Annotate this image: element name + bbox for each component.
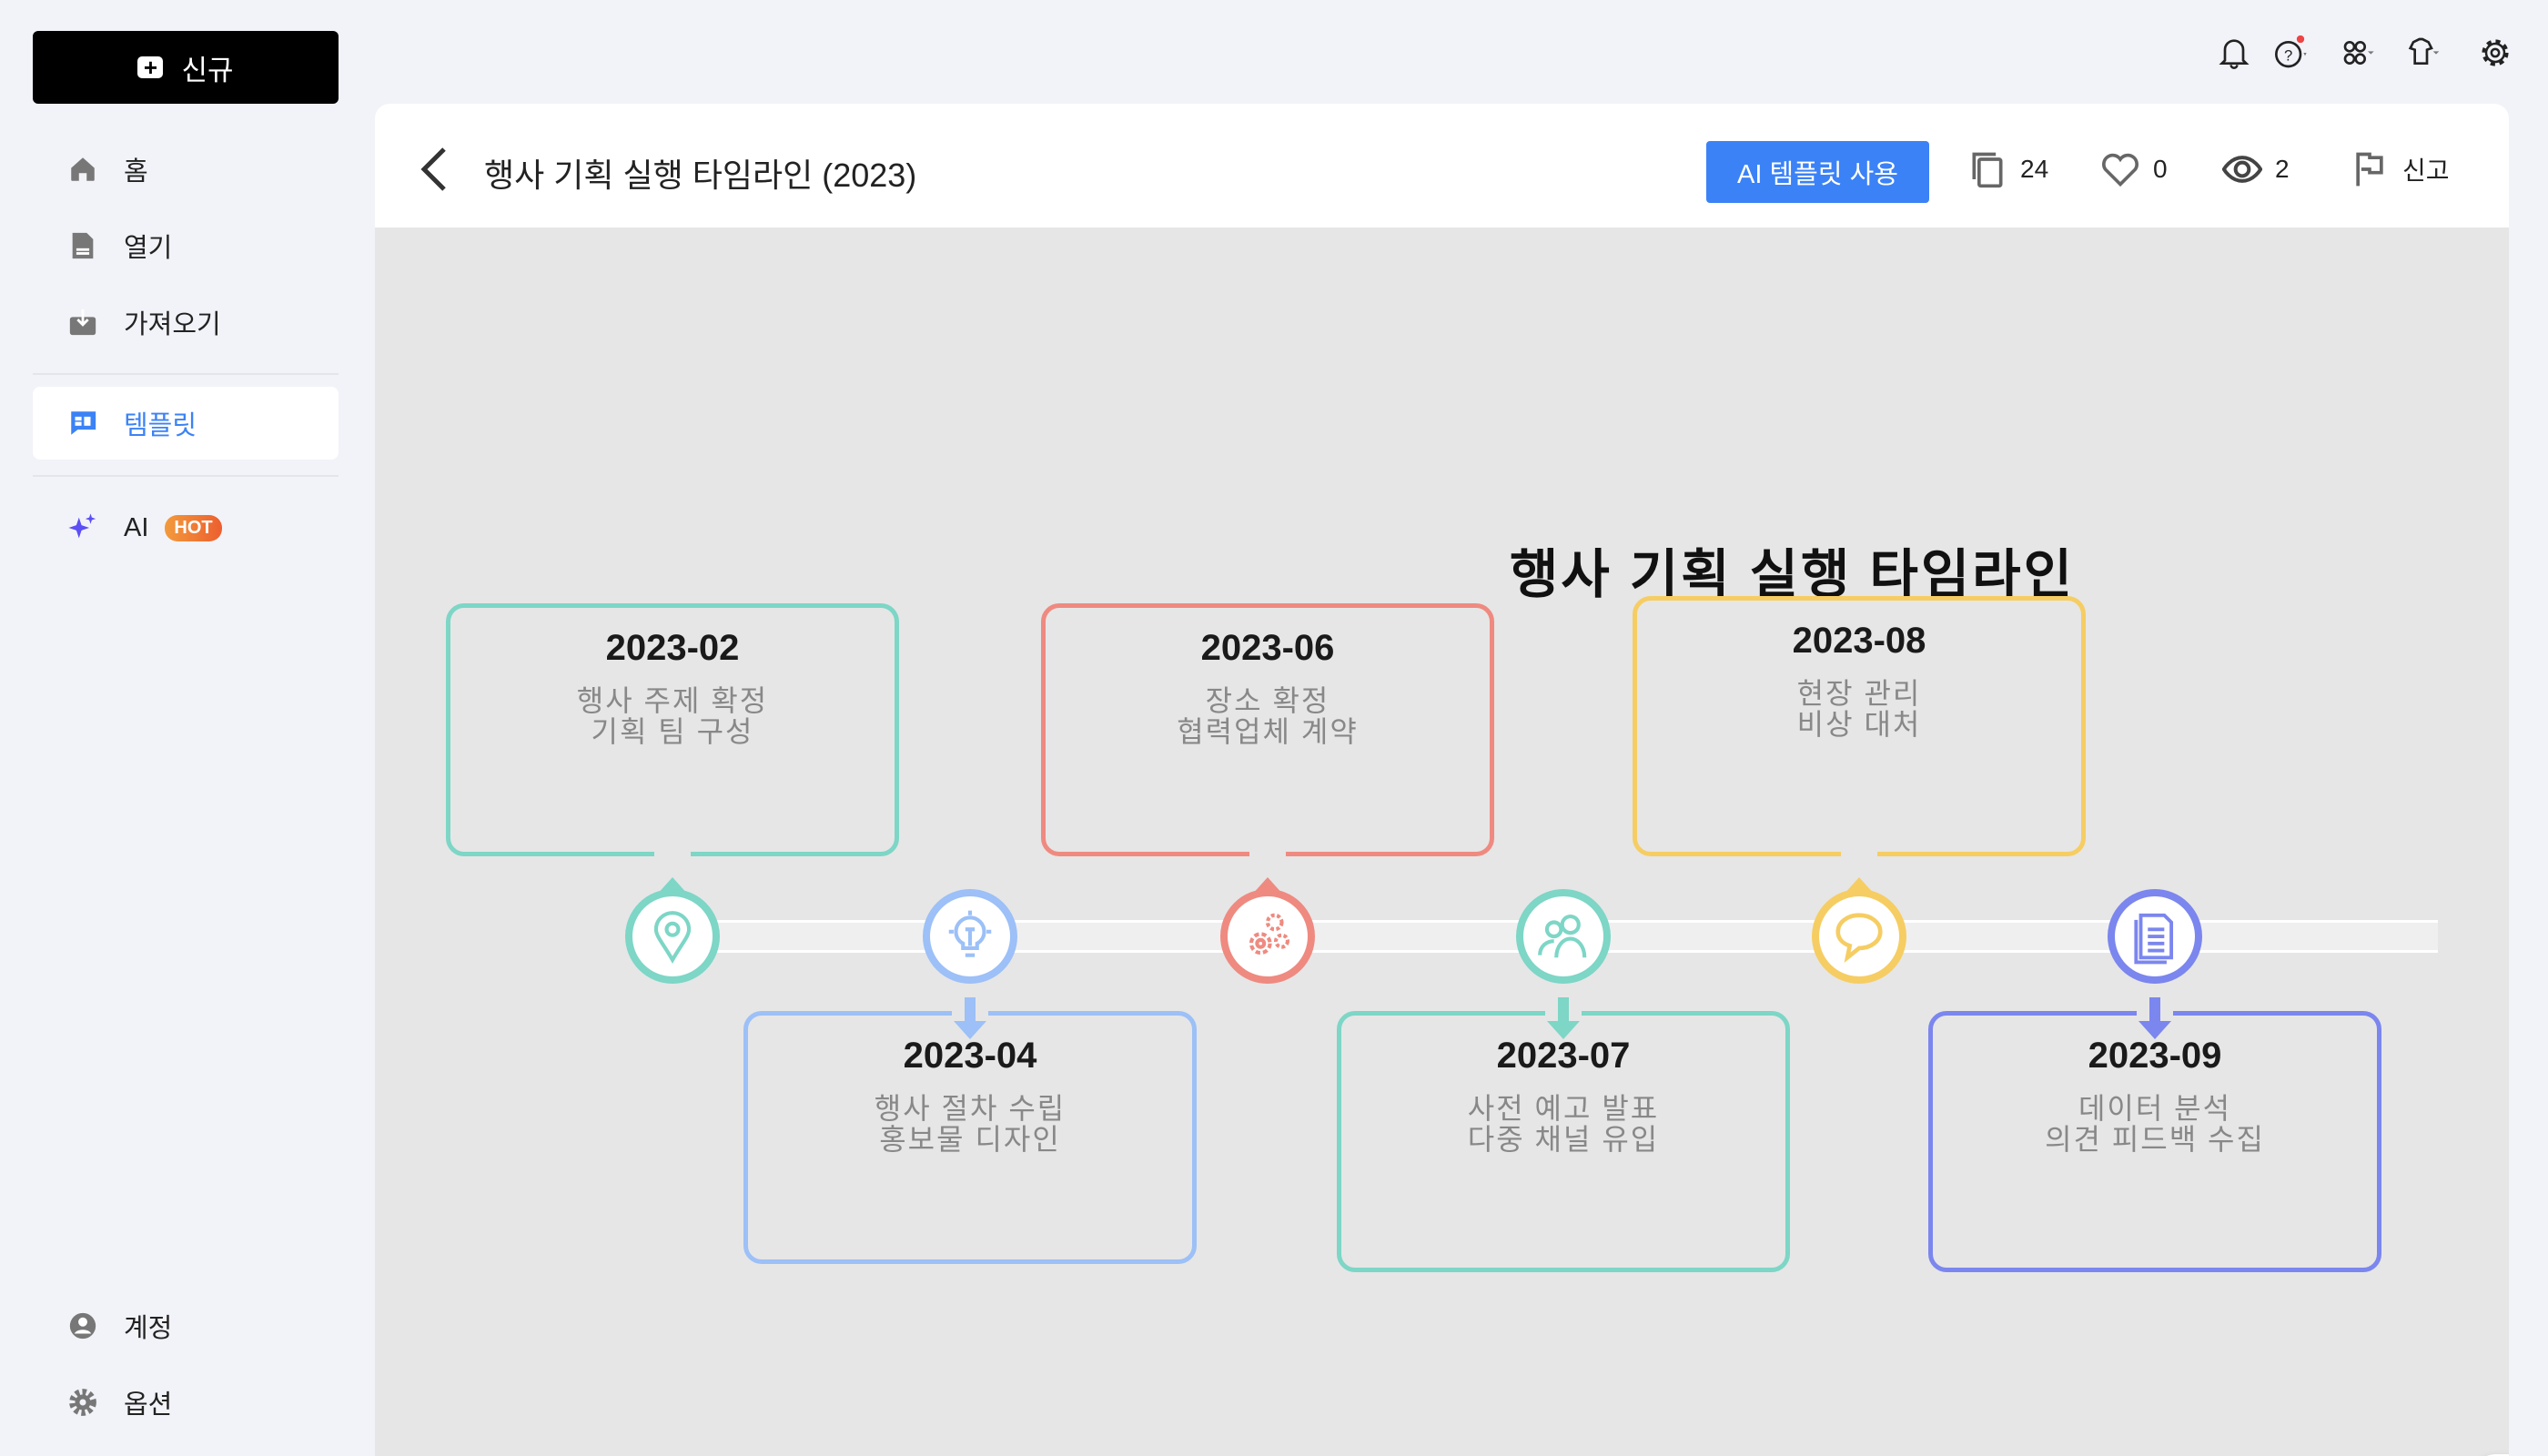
milestone-date: 2023-04 [903, 1036, 1037, 1076]
arrow-down-icon [1547, 997, 1580, 1039]
sidebar-item-options[interactable]: 옵션 [33, 1366, 339, 1439]
plus-icon: + [137, 56, 164, 79]
connector-gap [654, 849, 691, 858]
sidebar-item-open[interactable]: 열기 [33, 209, 339, 282]
users-icon [1538, 914, 1587, 958]
use-ai-template-button[interactable]: AI 템플릿 사용 [1706, 141, 1929, 203]
description-line: 기획 팀 구성 [591, 715, 754, 748]
connector-gap [1841, 849, 1877, 858]
description-line: 사전 예고 발표 [1467, 1092, 1660, 1125]
description-line: 홍보물 디자인 [879, 1123, 1061, 1156]
milestone-icon-circle [923, 889, 1017, 984]
milestone-icon-circle [625, 889, 720, 984]
gear-icon [69, 1389, 96, 1416]
milestone-icon-circle [2108, 889, 2202, 984]
description-line: 행사 절차 수립 [874, 1092, 1067, 1125]
views-count: 2 [2222, 149, 2290, 189]
import-icon [69, 308, 96, 336]
svg-text:?: ? [2284, 46, 2292, 64]
template-preview-card: 행사 기획 실행 타임라인 (2023) AI 템플릿 사용 24 0 2 신고… [375, 104, 2509, 1456]
account-icon [69, 1312, 96, 1340]
preview-header: 행사 기획 실행 타임라인 (2023) AI 템플릿 사용 24 0 2 신고 [375, 104, 2509, 228]
sparkle-icon [68, 513, 96, 539]
back-chevron-icon[interactable] [417, 146, 453, 193]
hot-badge: HOT [165, 514, 222, 541]
description-line: 데이터 분석 [2078, 1092, 2232, 1125]
apps-icon[interactable] [2341, 35, 2377, 71]
milestone-date: 2023-06 [1200, 628, 1335, 668]
chat-bubble-icon [1835, 913, 1883, 964]
sidebar-item-home[interactable]: 홈 [33, 133, 339, 206]
connector-gap [1249, 849, 1286, 858]
milestone-date: 2023-08 [1792, 621, 1926, 661]
arrow-down-icon [2138, 997, 2171, 1039]
gears-icon [1249, 913, 1290, 956]
milestone-icon-circle [1220, 889, 1315, 984]
divider [33, 475, 339, 477]
document-icon [2134, 913, 2174, 965]
like-button[interactable]: 0 [2100, 149, 2168, 189]
description-line: 의견 피드백 수집 [2045, 1123, 2265, 1156]
description-line: 다중 채널 유입 [1467, 1123, 1660, 1156]
arrow-down-icon [954, 997, 986, 1039]
settings-icon[interactable] [2477, 35, 2513, 71]
home-icon [71, 157, 95, 181]
location-pin-icon [653, 911, 692, 964]
eye-icon [2222, 156, 2262, 183]
copy-icon [1972, 152, 2003, 188]
zoom-control: − + [2466, 1454, 2509, 1456]
heart-icon [2102, 153, 2138, 187]
divider [33, 373, 339, 375]
theme-shirt-icon[interactable] [2404, 35, 2441, 71]
milestone-icon-circle [1516, 889, 1611, 984]
milestone-date: 2023-09 [2088, 1036, 2222, 1076]
sidebar-item-templates[interactable]: 템플릿 [33, 387, 339, 460]
sidebar-item-account[interactable]: 계정 [33, 1289, 339, 1362]
bell-icon[interactable] [2216, 35, 2252, 71]
report-button[interactable]: 신고 [2350, 149, 2450, 189]
help-icon[interactable]: ? [2273, 35, 2310, 71]
timeline-title: 행사 기획 실행 타임라인 [1510, 545, 2075, 604]
template-icon [69, 411, 96, 435]
description-line: 비상 대처 [1796, 708, 1922, 741]
description-line: 행사 주제 확정 [576, 684, 769, 717]
flag-icon [2356, 152, 2383, 187]
milestone-icon-circle [1812, 889, 1906, 984]
milestone-date: 2023-02 [605, 628, 740, 668]
copies-count[interactable]: 24 [1967, 149, 2048, 189]
sidebar-item-import[interactable]: 가져오기 [33, 286, 339, 359]
page-title: 행사 기획 실행 타임라인 (2023) [484, 157, 917, 194]
description-line: 현장 관리 [1796, 677, 1922, 710]
file-icon [72, 232, 94, 259]
description-line: 장소 확정 [1205, 684, 1330, 717]
lightbulb-icon [948, 910, 992, 957]
description-line: 협력업체 계약 [1177, 715, 1359, 748]
milestone-date: 2023-07 [1496, 1036, 1631, 1076]
new-button[interactable]: +신규 [33, 31, 339, 104]
